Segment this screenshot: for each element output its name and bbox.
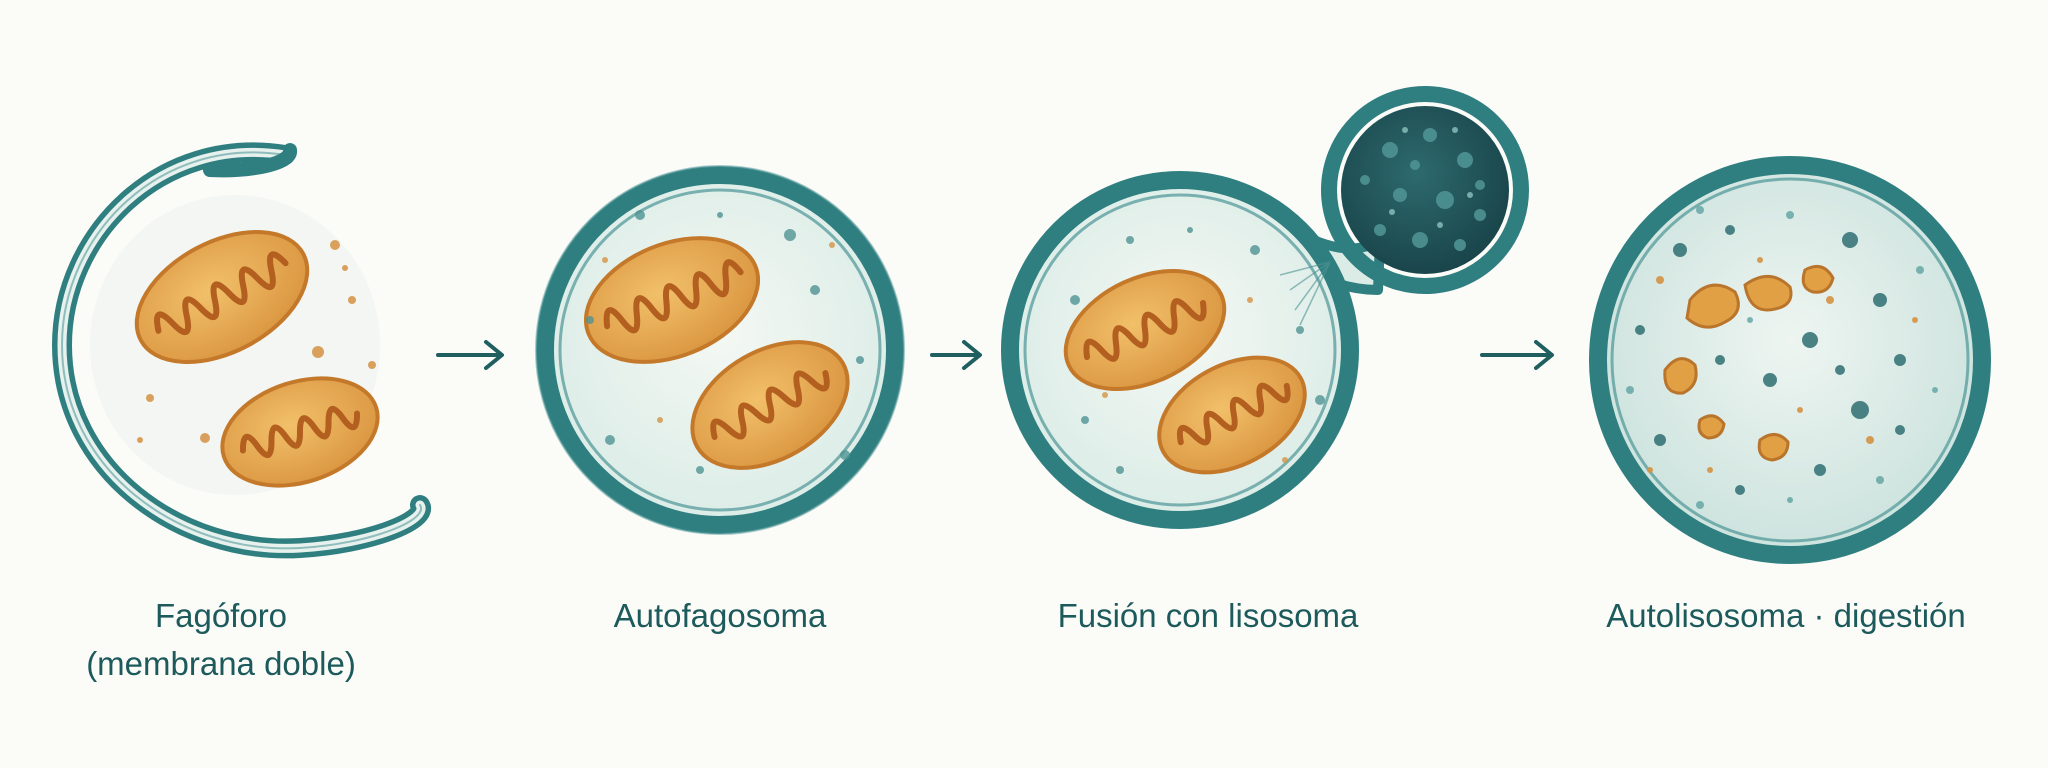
mitochondrion-icon xyxy=(220,376,380,488)
stage-label-line: Autofagosoma xyxy=(613,597,827,634)
stage-label-line: Fagóforo xyxy=(154,597,288,634)
stage-label-phagophore: Fagóforo (membrana doble) xyxy=(86,592,356,688)
mitochondria-fragments xyxy=(1663,264,1835,462)
autolysosome-membrane xyxy=(1589,156,1991,564)
stage-autolysosome xyxy=(1589,156,1991,564)
lysosome xyxy=(1321,86,1529,294)
stage-phagophore xyxy=(51,142,431,559)
stage-label-line: Fusión con lisosoma xyxy=(1057,597,1359,634)
stage-label-line: Autolisosoma · digestión xyxy=(1606,597,1966,634)
mitochondrion-icon xyxy=(1157,355,1307,475)
stage-label-autolysosome: Autolisosoma · digestión xyxy=(1606,592,1966,640)
autophagosome-membrane xyxy=(536,166,904,534)
stage-label-line: (membrana doble) xyxy=(86,645,356,682)
stage-label-fusion: Fusión con lisosoma xyxy=(1058,592,1359,640)
arrow-right-icon xyxy=(930,340,982,370)
arrow-right-icon xyxy=(1480,340,1554,370)
mitochondrion-icon xyxy=(690,340,850,470)
stage-label-autophagosome: Autofagosoma xyxy=(614,592,827,640)
mitochondrion-icon xyxy=(583,236,761,364)
mitochondrion-icon xyxy=(134,230,310,364)
stage-autophagosome xyxy=(535,165,905,535)
mitochondrion-icon xyxy=(1063,268,1227,392)
stage-fusion xyxy=(1001,86,1529,529)
arrow-right-icon xyxy=(436,340,504,370)
